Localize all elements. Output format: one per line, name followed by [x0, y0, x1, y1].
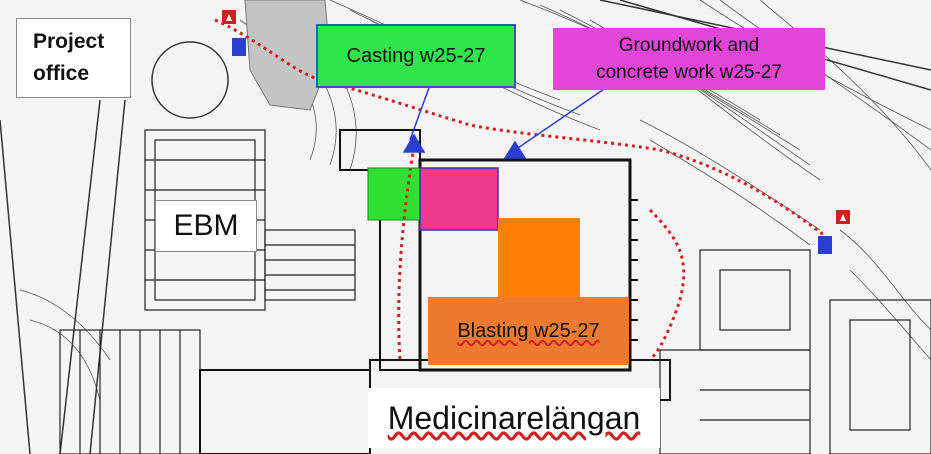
slope-area — [244, 0, 331, 111]
ebm-building — [59, 129, 356, 454]
round-feature — [151, 41, 229, 119]
ebm-label: EBM — [155, 200, 257, 252]
arrow-groundwork — [503, 140, 527, 159]
groundwork-zone — [419, 167, 499, 231]
blasting-activity-label: Blasting w25-27 — [428, 297, 629, 365]
casting-zone — [367, 167, 421, 221]
pointer-lines — [402, 84, 611, 159]
medicinarelangan-label: Medicinarelängan — [368, 388, 660, 448]
arrow-casting — [402, 133, 426, 153]
fire-icon — [222, 10, 850, 224]
site-route — [214, 18, 831, 362]
blasting-zone — [498, 218, 580, 300]
site-building — [199, 129, 671, 454]
right-buildings — [659, 249, 931, 454]
gate-icon — [232, 38, 832, 254]
casting-activity-label: Casting w25-27 — [316, 24, 516, 88]
